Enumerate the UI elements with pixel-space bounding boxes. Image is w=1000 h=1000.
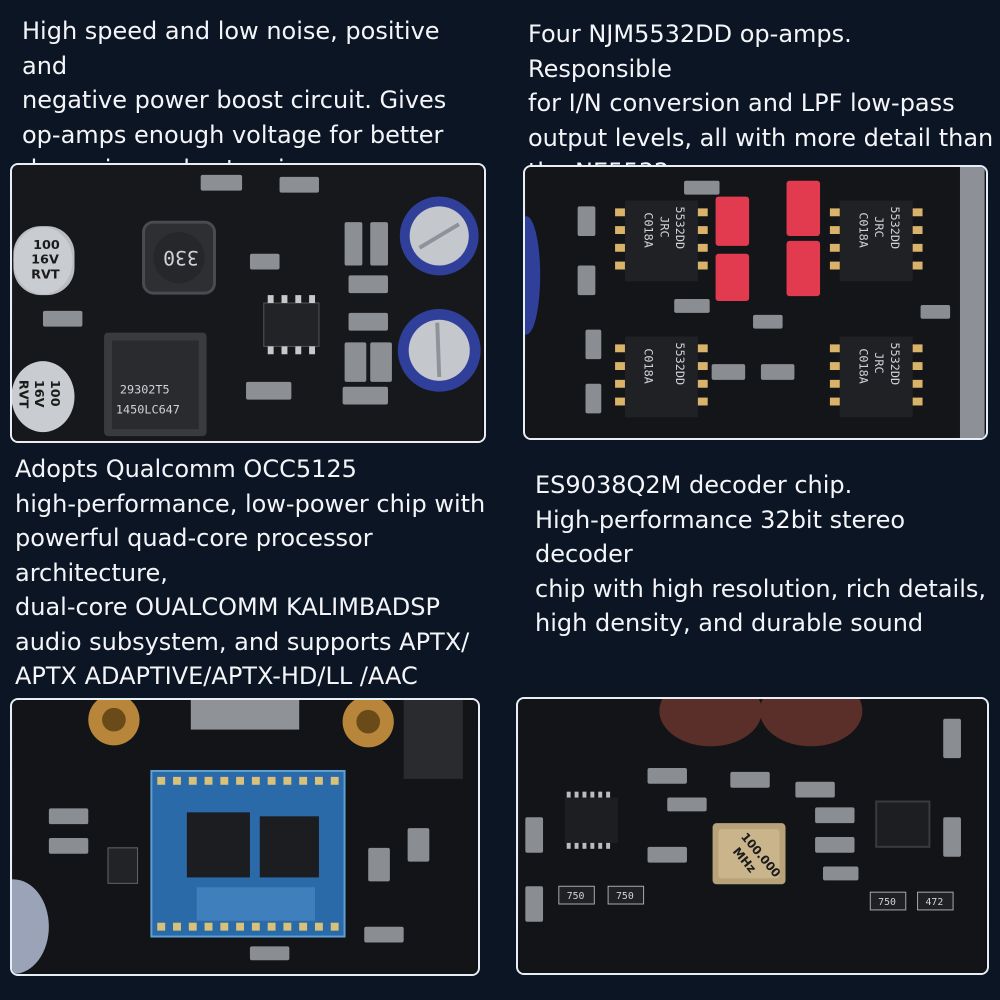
resistor-3-label: 750 — [878, 897, 896, 908]
capacitor-bottom-left: 100 16V RVT — [12, 361, 75, 433]
bluetooth-module-photo — [10, 698, 480, 976]
opamp-4-label-2: JRC — [872, 352, 886, 373]
opamp-3-label-1: 5532DD — [673, 342, 687, 385]
resistor-2-label: 750 — [616, 891, 634, 902]
opamp-2: 5532DD JRC C018A — [829, 200, 923, 282]
opamp-illustration: 5532DD JRC C018A 5532DD JRC C018A 5532DD… — [525, 167, 985, 438]
decoder-ic — [564, 791, 618, 849]
opamp-1: 5532DD JRC C018A — [615, 200, 708, 282]
opamp-2-label-2: JRC — [872, 216, 886, 237]
cap-label-3: RVT — [31, 267, 60, 282]
resistor-array-1: 750 — [558, 885, 595, 905]
resistor-1-label: 750 — [567, 891, 585, 902]
capacitor-top-left: 100 16V RVT — [13, 226, 75, 296]
decoder-chip-illustration: 100.000 MHz 750 750 750 472 — [519, 699, 986, 973]
bluetooth-module — [150, 769, 346, 938]
opamp-1-label-3: C018A — [642, 212, 656, 248]
resistor-array-4: 472 — [917, 891, 954, 911]
opamp-1-label-1: 5532DD — [673, 206, 687, 249]
regulator-chip: 29302T5 1450LC647 — [104, 332, 207, 437]
opamp-2-label-1: 5532DD — [888, 206, 902, 249]
resistor-4-label: 472 — [925, 897, 943, 908]
opamp-3-label-3: C018A — [642, 348, 656, 384]
decoder-chip-photo: 100.000 MHz 750 750 750 472 — [516, 697, 989, 975]
regulator-label-2: 1450LC647 — [116, 402, 180, 416]
opamp-photo: 5532DD JRC C018A 5532DD JRC C018A 5532DD… — [523, 165, 988, 440]
opamp-4-label-1: 5532DD — [888, 342, 902, 385]
opamp-3: 5532DD C018A — [615, 336, 708, 418]
power-circuit-illustration: 100 16V RVT 100 16V RVT 330 29302T5 1450… — [12, 165, 483, 441]
cap2-label-1: 100 — [47, 380, 62, 407]
caption-decoder-chip: ES9038Q2M decoder chip. High-performance… — [535, 471, 986, 637]
cap-label-2: 16V — [31, 253, 59, 268]
regulator-label-1: 29302T5 — [120, 383, 170, 397]
cap2-label-3: RVT — [15, 380, 30, 409]
caption-qualcomm-chip: Adopts Qualcomm OCC5125 high-performance… — [15, 455, 486, 725]
bluetooth-module-illustration — [12, 700, 477, 974]
cap2-label-2: 16V — [31, 380, 46, 408]
opamp-4-label-3: C018A — [856, 348, 870, 384]
opamp-4: 5532DD JRC C018A — [829, 336, 923, 418]
capacitor-blue-bottom — [397, 308, 481, 392]
power-circuit-photo: 100 16V RVT 100 16V RVT 330 29302T5 1450… — [10, 163, 486, 443]
resistor-array-3: 750 — [869, 891, 907, 911]
opamp-2-label-3: C018A — [856, 212, 870, 248]
inductor-label: 330 — [163, 246, 199, 269]
resistor-array-2: 750 — [607, 885, 645, 905]
film-capacitors — [715, 180, 821, 302]
inductor: 330 — [142, 220, 216, 295]
cap-label-1: 100 — [33, 238, 60, 253]
caption-power-boost: High speed and low noise, positive and n… — [22, 17, 447, 183]
caption-opamps: Four NJM5532DD op-amps. Responsible for … — [528, 20, 994, 186]
opamp-1-label-2: JRC — [657, 216, 671, 237]
capacitor-blue-top — [399, 196, 479, 276]
oscillator: 100.000 MHz — [712, 823, 786, 885]
